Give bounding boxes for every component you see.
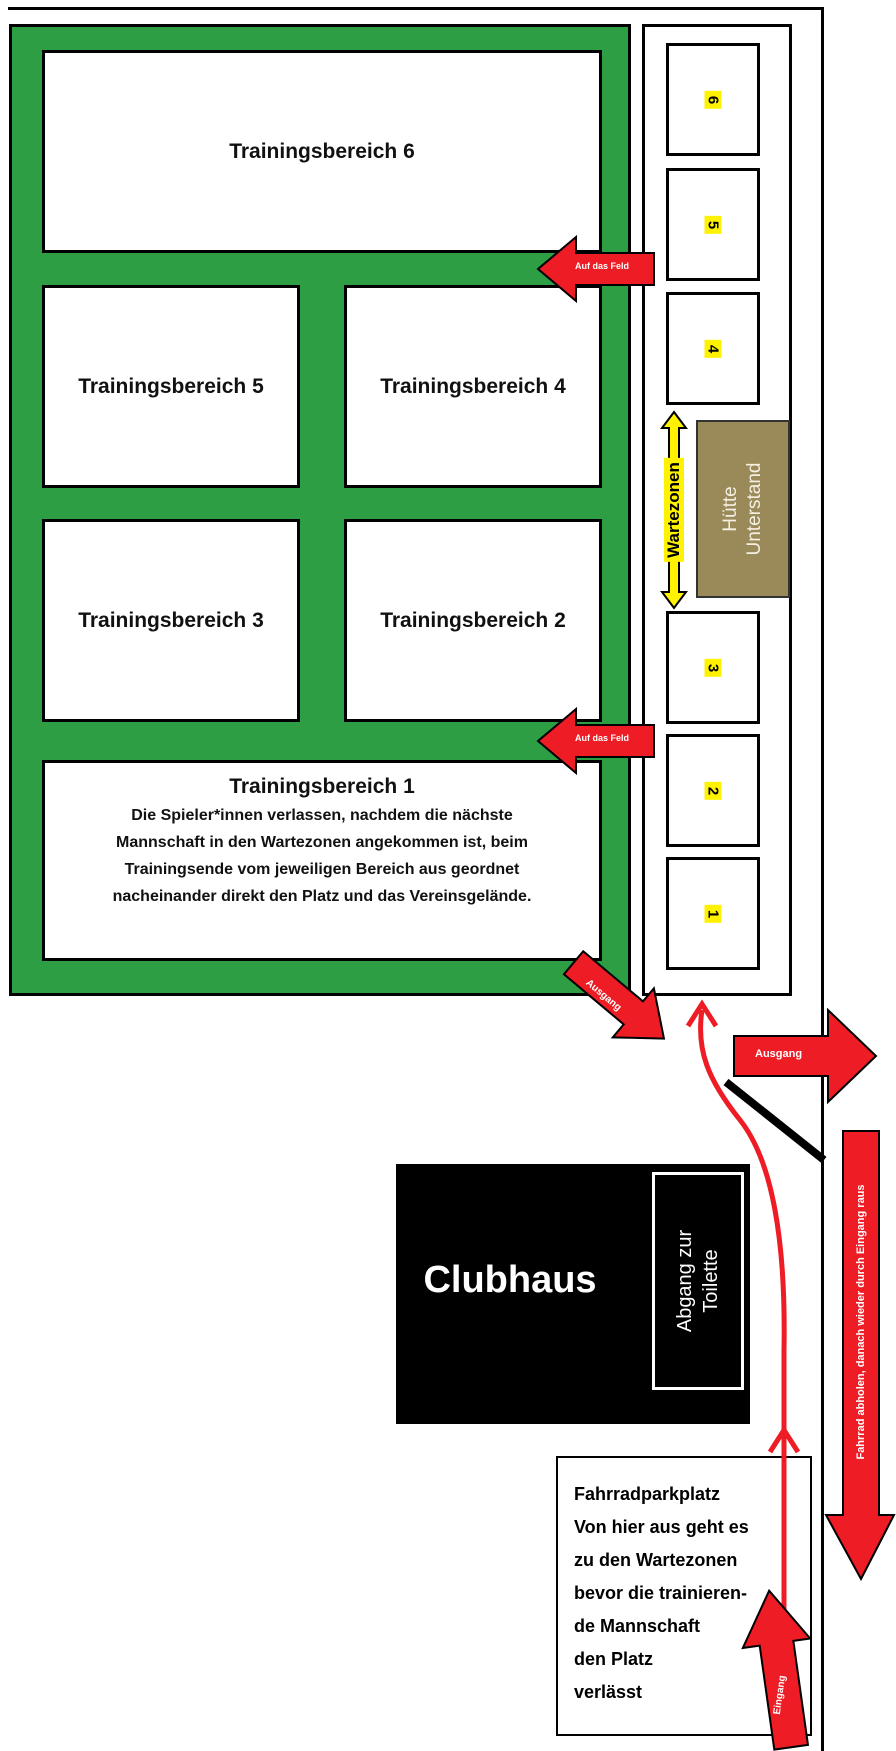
path-line-icon xyxy=(685,999,800,1650)
toilet-label-line: Abgang zur xyxy=(674,1229,696,1333)
hut-label: Hütte Unterstand xyxy=(719,463,767,556)
waiting-zone-4-number: 4 xyxy=(704,339,722,358)
waiting-zone-5-number: 5 xyxy=(704,215,722,234)
waiting-zone-5: 5 xyxy=(666,168,760,281)
training-area-4-label: Trainingsbereich 4 xyxy=(380,374,566,398)
training-area-6: Trainingsbereich 6 xyxy=(42,50,602,253)
arrow-to-field-bottom-label: Auf das Feld xyxy=(575,733,630,743)
toilet-entrance: Abgang zur Toilette xyxy=(652,1172,744,1390)
description-line: Die Spieler*innen verlassen, nachdem die… xyxy=(131,807,513,824)
arrow-exit-diagonal-icon xyxy=(562,949,666,1040)
waiting-zone-2: 2 xyxy=(666,734,760,847)
waiting-zone-3: 3 xyxy=(666,611,760,724)
training-area-1-description: Die Spieler*innen verlassen, nachdem die… xyxy=(113,802,532,910)
bike-parking-line: den Platz xyxy=(574,1649,654,1669)
training-area-5: Trainingsbereich 5 xyxy=(42,285,300,488)
arrow-bike-pickup-icon xyxy=(824,1130,896,1581)
fence-right xyxy=(821,7,824,1751)
description-line: Mannschaft in den Wartezonen angekommen … xyxy=(116,834,528,851)
bike-parking-line: Fahrradparkplatz xyxy=(574,1484,721,1504)
waiting-zones-label-wrap: Wartezonen xyxy=(660,410,688,610)
waiting-zones-label: Wartezonen xyxy=(664,458,684,562)
bike-parking-line: Von hier aus geht es xyxy=(574,1517,749,1537)
waiting-zone-6: 6 xyxy=(666,43,760,156)
clubhouse-title: Clubhaus xyxy=(423,1258,597,1301)
toilet-label: Abgang zur Toilette xyxy=(672,1230,724,1332)
training-area-6-label: Trainingsbereich 6 xyxy=(229,139,415,163)
arrow-entrance-icon xyxy=(741,1588,813,1751)
hut-label-line: Hütte xyxy=(720,486,741,532)
training-area-3: Trainingsbereich 3 xyxy=(42,519,300,722)
arrow-exit-right-label: Ausgang xyxy=(755,1048,803,1060)
training-area-2: Trainingsbereich 2 xyxy=(344,519,602,722)
gate-icon xyxy=(723,1078,827,1164)
description-line: Trainingsende vom jeweiligen Bereich aus… xyxy=(124,861,520,878)
bike-parking-line: verlässt xyxy=(574,1682,643,1702)
description-line: nacheinander direkt den Platz und das Ve… xyxy=(112,888,532,905)
arrow-bike-pickup-label: Fahrrad abholen, danach wieder durch Ein… xyxy=(855,1184,867,1460)
arrow-to-field-bottom-icon xyxy=(536,706,655,776)
waiting-zone-1: 1 xyxy=(666,857,760,970)
toilet-label-line: Toilette xyxy=(700,1249,722,1313)
arrow-bike-pickup-label-wrap: Fahrrad abholen, danach wieder durch Ein… xyxy=(842,1129,880,1515)
fence-top xyxy=(8,7,824,10)
training-area-1-label: Trainingsbereich 1 xyxy=(229,775,415,798)
arrow-entrance-label-wrap: Eingang xyxy=(765,1650,795,1740)
waiting-zone-1-number: 1 xyxy=(704,904,722,923)
hut-shelter: Hütte Unterstand xyxy=(696,420,790,598)
waiting-zone-6-number: 6 xyxy=(704,90,722,109)
arrow-to-field-top-icon xyxy=(536,234,655,304)
bike-parking-line: zu den Wartezonen xyxy=(574,1550,738,1570)
waiting-zone-3-number: 3 xyxy=(704,658,722,677)
hut-label-line: Unterstand xyxy=(744,462,765,556)
arrow-exit-right-icon xyxy=(733,1008,878,1104)
arrow-entrance-label: Eingang xyxy=(771,1674,789,1716)
waiting-zone-4: 4 xyxy=(666,292,760,405)
training-area-2-label: Trainingsbereich 2 xyxy=(380,608,566,632)
training-area-4: Trainingsbereich 4 xyxy=(344,285,602,488)
clubhouse-title-wrap: Clubhaus xyxy=(400,1250,620,1310)
training-area-3-label: Trainingsbereich 3 xyxy=(78,608,264,632)
bike-parking-line: de Mannschaft xyxy=(574,1616,701,1636)
waiting-zone-2-number: 2 xyxy=(704,781,722,800)
training-area-5-label: Trainingsbereich 5 xyxy=(78,374,264,398)
training-area-1: Trainingsbereich 1 Die Spieler*innen ver… xyxy=(42,760,602,961)
bike-parking-line: bevor die trainieren- xyxy=(574,1583,748,1603)
arrow-to-field-top-label: Auf das Feld xyxy=(575,261,630,271)
